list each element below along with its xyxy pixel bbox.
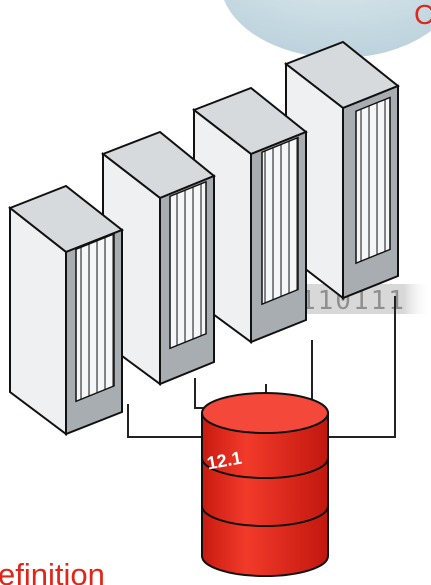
background-bubble [224, 0, 431, 58]
corner-label: C [414, 0, 431, 30]
server-rack [283, 40, 400, 301]
server-rack [8, 184, 124, 436]
caption-text: efinition [0, 557, 105, 585]
database-cylinder: 12.1 [201, 392, 329, 577]
